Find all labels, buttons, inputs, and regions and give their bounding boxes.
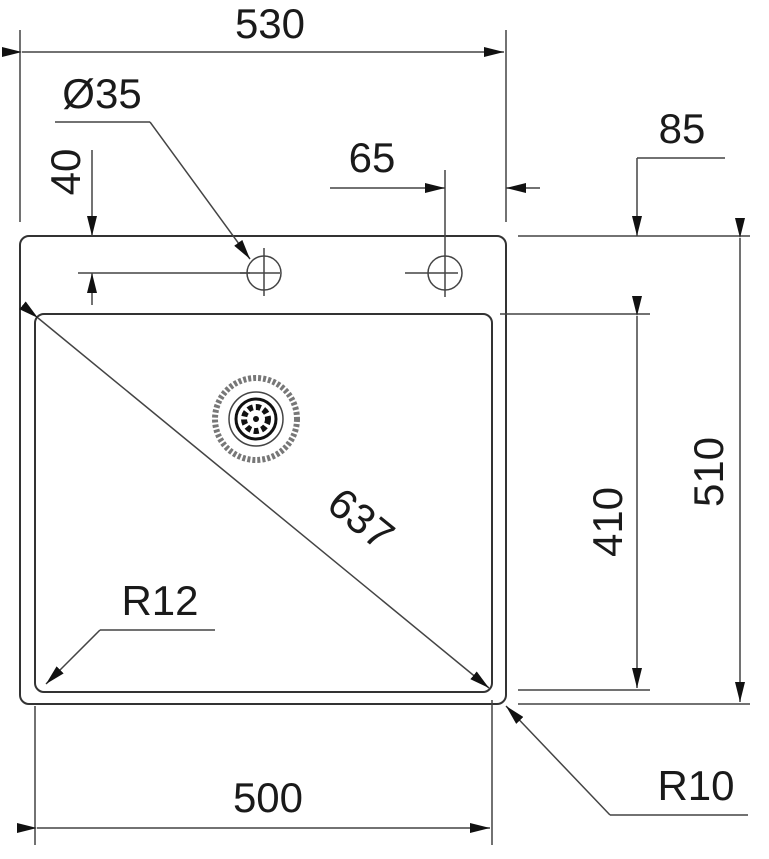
dimension-label: R10 <box>657 762 734 809</box>
dimension-label: 410 <box>584 487 631 557</box>
dimension-label: 500 <box>233 774 303 821</box>
dimension-label: 65 <box>349 134 396 181</box>
dimension-label: 510 <box>685 437 732 507</box>
dimension-label: 85 <box>659 105 706 152</box>
dimension-label: 530 <box>235 0 305 47</box>
tap-hole-left <box>240 248 282 296</box>
dimension-label: 40 <box>42 149 89 196</box>
dimension-label: R12 <box>121 577 198 624</box>
dimension-bowl-corner-radius: R12 <box>45 577 215 685</box>
dimension-outer-corner-radius: R10 <box>505 705 748 816</box>
dimension-label: 637 <box>319 478 403 559</box>
dimension-bowl-width: 500 <box>17 700 493 845</box>
dimension-label: Ø35 <box>62 70 141 117</box>
dimension-tap-hole-diameter: Ø35 <box>55 70 251 260</box>
dimension-tap-hole-offset-top: 40 <box>42 149 250 305</box>
sink-outline <box>19 235 507 705</box>
dimension-tap-hole-offset-side: 65 <box>330 134 540 193</box>
dimension-overall-depth: 510 <box>685 218 745 702</box>
dimension-bowl-diagonal: 637 <box>19 301 490 689</box>
dimension-overall-width: 530 <box>2 0 507 222</box>
drain-icon <box>212 375 300 463</box>
dimension-deck-depth: 85 <box>632 105 725 236</box>
dimension-bowl-depth: 410 <box>584 296 642 688</box>
tap-hole-right <box>405 170 463 297</box>
